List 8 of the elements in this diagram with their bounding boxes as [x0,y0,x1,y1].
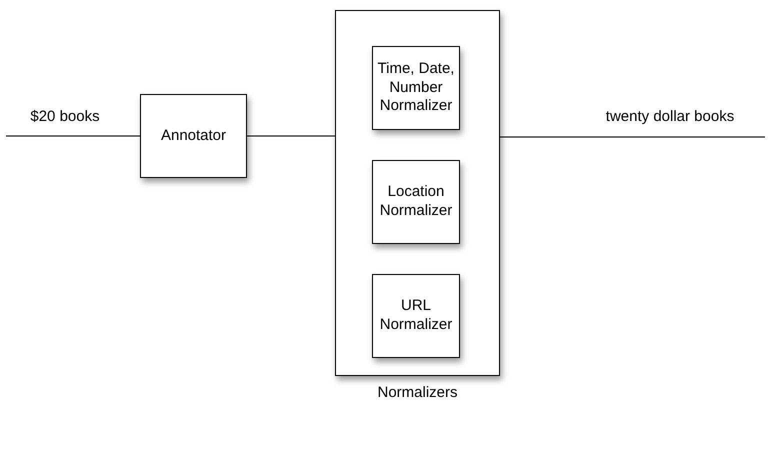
group-label: Normalizers [376,384,458,403]
process-box: Time, Date, Number Normalizer [372,46,460,130]
process-box: URL Normalizer [372,274,460,358]
process-box: Location Normalizer [372,160,460,244]
process-box: Annotator [140,94,247,178]
signal-text: twenty dollar books [604,108,736,127]
signal-text: $20 books [29,108,101,127]
connector-line [500,136,766,138]
